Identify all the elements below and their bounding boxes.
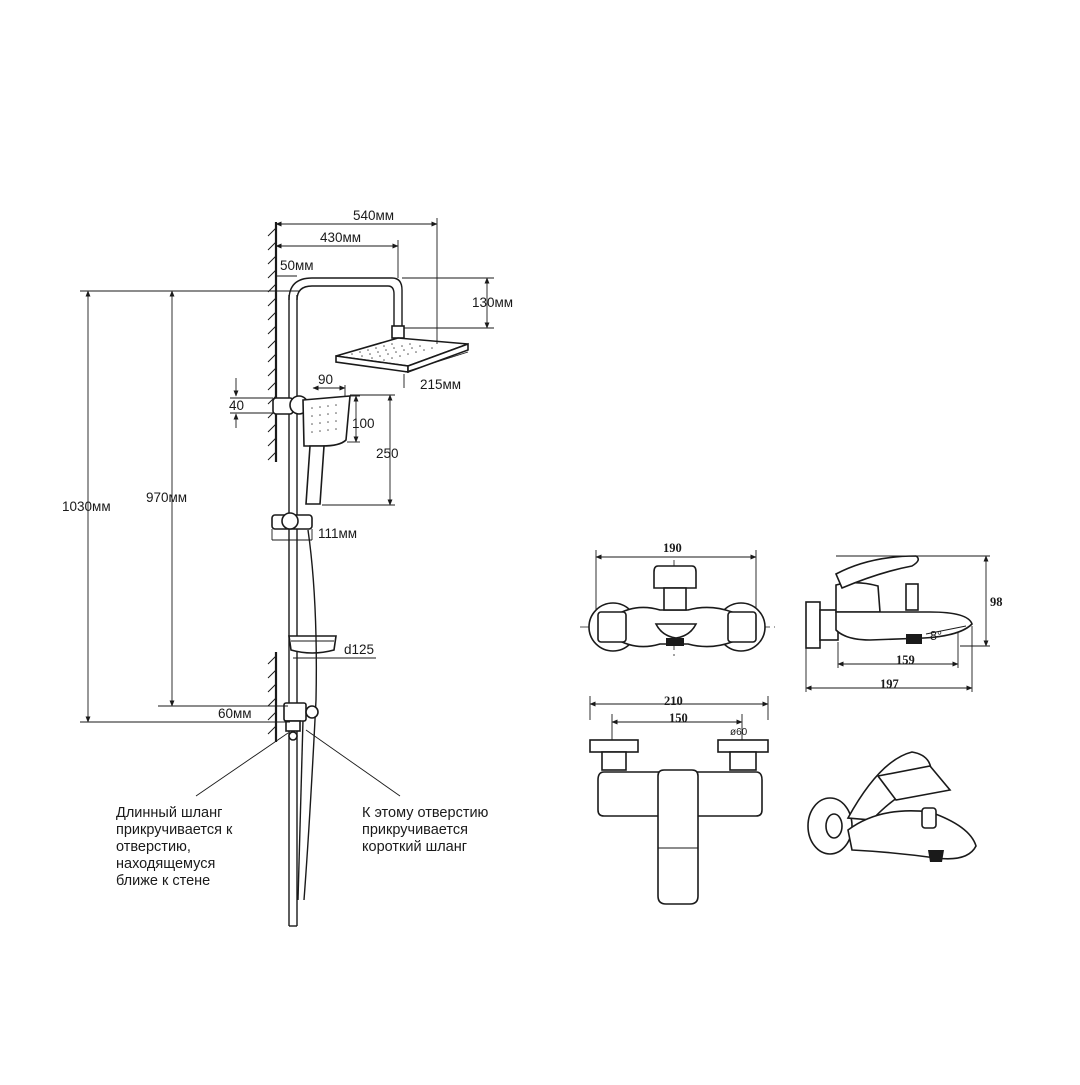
mixer-front-view: 190	[580, 541, 775, 660]
dim-215: 215мм	[403, 351, 469, 392]
dim-430-label: 430мм	[320, 230, 361, 245]
shower-system: 540мм 430мм 50мм 130мм 215мм	[62, 208, 513, 927]
dim-970-label: 970мм	[146, 490, 187, 505]
dim-215-label: 215мм	[420, 377, 461, 392]
dim-50: 50мм	[276, 258, 314, 277]
diverter	[283, 702, 319, 741]
top-centers-label: 150	[669, 711, 688, 725]
dim-1030-label: 1030мм	[62, 499, 111, 514]
side-angle-label: 8°	[930, 629, 942, 643]
top-width-label: 210	[664, 694, 683, 708]
front-width-label: 190	[663, 541, 682, 555]
note-short-hose: К этому отверстию прикручивается коротки…	[362, 805, 492, 855]
shower-hose	[297, 529, 318, 901]
soap-dish	[288, 635, 337, 654]
dim-540-label: 540мм	[353, 208, 394, 223]
dim-130: 130мм	[402, 277, 513, 329]
side-197-label: 197	[880, 677, 899, 691]
side-height-label: 98	[990, 595, 1003, 609]
mixer-side-view: 98 8° 159 197	[805, 555, 1003, 692]
dim-90: 90	[312, 372, 346, 397]
dim-111: 111мм	[318, 526, 357, 541]
leader-long-hose	[195, 732, 289, 797]
top-diameter-label: ø60	[730, 727, 748, 738]
dim-111-label: 111мм	[318, 526, 357, 541]
dim-d125: d125	[293, 642, 376, 659]
dim-250-label: 250	[376, 446, 399, 461]
dim-60: 60мм	[218, 706, 276, 723]
dim-90-label: 90	[318, 372, 333, 387]
wall-hatch-lower	[267, 652, 278, 742]
dim-970: 970мм	[146, 290, 288, 707]
dim-130-label: 130мм	[472, 295, 513, 310]
dim-250: 250	[322, 394, 399, 506]
wall-hatch-upper	[267, 222, 278, 462]
dim-d125-label: d125	[344, 642, 374, 657]
side-159-label: 159	[896, 653, 915, 667]
dim-540: 540мм	[275, 208, 438, 344]
dim-50-label: 50мм	[280, 258, 314, 273]
dim-40-label: 40	[229, 398, 244, 413]
hand-shower	[302, 395, 351, 505]
dim-1030: 1030мм	[62, 290, 300, 723]
dim-60-label: 60мм	[218, 706, 252, 721]
slider-bracket	[271, 512, 313, 541]
mixer-top-view: 210 150 ø60	[589, 694, 769, 905]
dim-40: 40	[229, 378, 273, 428]
overhead-shower-head	[335, 337, 469, 374]
dim-100-label: 100	[352, 416, 375, 431]
dim-100: 100	[347, 395, 375, 443]
dim-430: 430мм	[275, 230, 399, 278]
mixer-3d-view	[807, 751, 977, 862]
leader-short-hose	[305, 729, 401, 797]
note-long-hose: Длинный шланг прикручивается к отверстию…	[116, 805, 236, 889]
